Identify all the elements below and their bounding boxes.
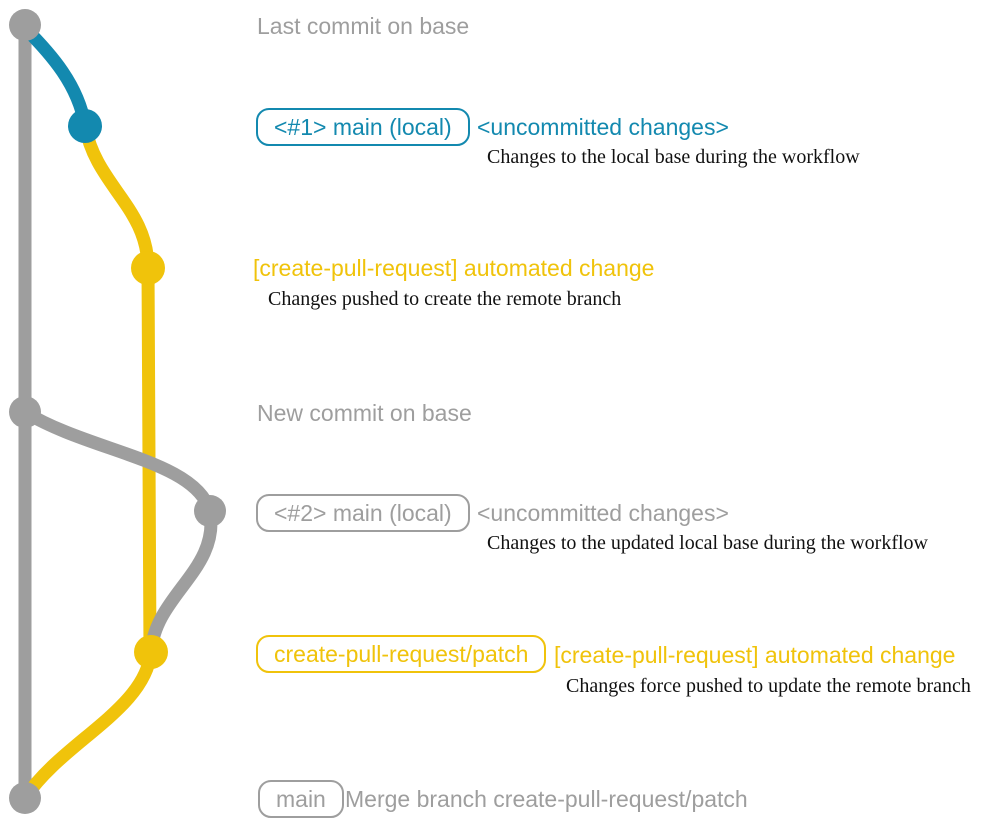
force-push-line — [144, 504, 218, 659]
commit-node-base-last — [9, 9, 41, 41]
caption-force-pushed-to-update-remote: Changes force pushed to update the remot… — [566, 675, 971, 697]
annotation-last-commit-on-base: Last commit on base — [257, 13, 470, 39]
status-tag-uncommitted-changes-2: <uncommitted changes> — [477, 500, 729, 526]
caption-pushed-to-create-remote: Changes pushed to create the remote bran… — [268, 288, 622, 310]
commit-message-automated-change-1: [create-pull-request] automated change — [253, 255, 655, 281]
annotation-new-commit-on-base: New commit on base — [257, 400, 472, 426]
caption-local-base-changes-1: Changes to the local base during the wor… — [487, 146, 860, 168]
branch-badge-local-main-2: <#2> main (local) — [256, 494, 470, 532]
branch-badge-local-main-1: <#1> main (local) — [256, 108, 470, 146]
commit-node-base-new — [9, 396, 41, 428]
commit-node-local-main-2 — [194, 495, 226, 527]
commit-node-local-main-1 — [68, 109, 102, 143]
commit-message-automated-change-2: [create-pull-request] automated change — [554, 642, 956, 668]
commit-node-patch-2 — [134, 635, 168, 669]
patch-branch-line — [78, 118, 157, 659]
branch-badge-patch: create-pull-request/patch — [256, 635, 547, 673]
local-main-2-branch-line — [18, 405, 217, 518]
branch-badge-main: main — [258, 780, 344, 818]
caption-local-base-changes-2: Changes to the updated local base during… — [487, 532, 928, 554]
commit-node-patch-1 — [131, 251, 165, 285]
commit-node-merge — [9, 782, 41, 814]
merge-line — [18, 645, 158, 805]
local-main-1-branch-line — [18, 21, 92, 132]
commit-message-merge-branch: Merge branch create-pull-request/patch — [345, 786, 748, 812]
git-graph — [9, 9, 226, 814]
status-tag-uncommitted-changes-1: <uncommitted changes> — [477, 114, 729, 140]
